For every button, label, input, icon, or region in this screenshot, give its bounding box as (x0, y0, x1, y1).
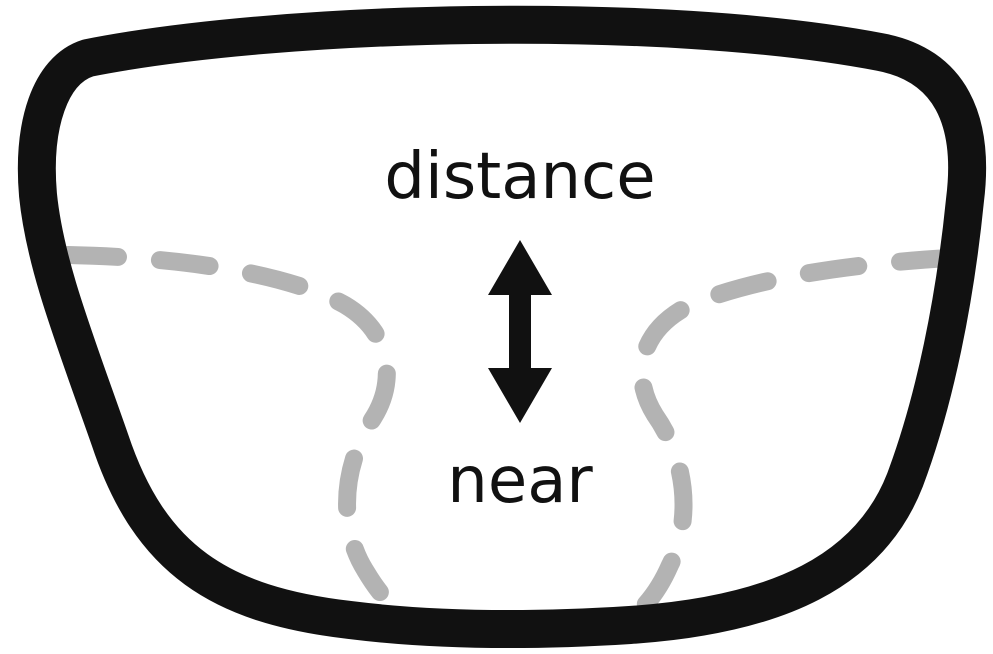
double-headed-vertical-arrow-icon (488, 240, 552, 423)
right-zone-boundary (629, 249, 959, 621)
lens-frame (17, 5, 987, 649)
near-label: near (447, 444, 593, 518)
distance-label: distance (384, 140, 655, 214)
left-zone-boundary (59, 246, 409, 621)
zone-boundaries (59, 246, 959, 621)
